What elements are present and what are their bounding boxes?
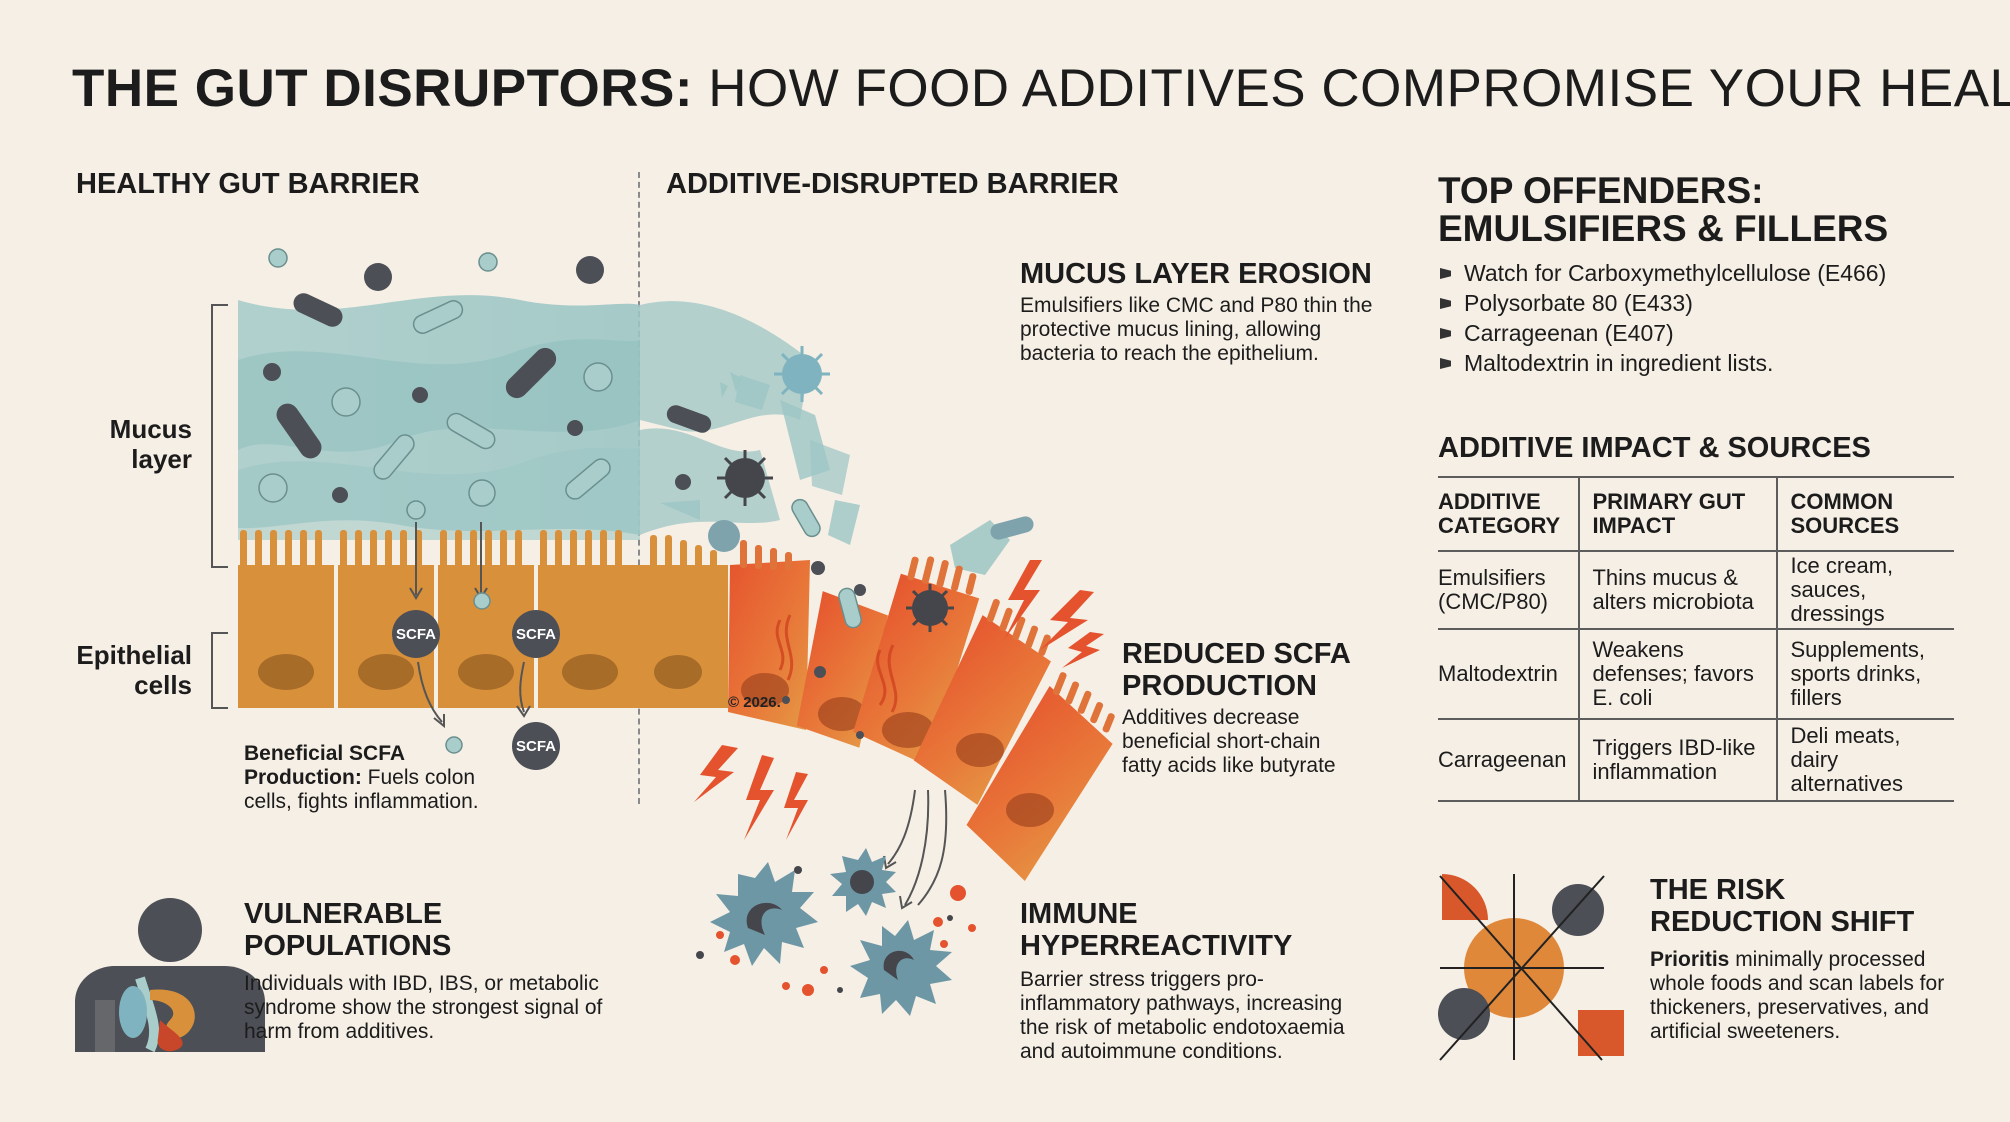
offenders-heading: TOP OFFENDERS: EMULSIFIERS & FILLERS [1438,170,1889,249]
risk-text: Prioritis minimally processed whole food… [1650,948,1960,1044]
table-cell: Deli meats, dairy alternatives [1776,719,1954,802]
table-cell: Supplements, sports drinks, fillers [1776,629,1954,720]
scfa-badge: SCFA [512,722,560,770]
vulnerable-heading: VULNERABLE POPULATIONS [244,898,452,962]
page-title: THE GUT DISRUPTORS: HOW FOOD ADDITIVES C… [72,58,2010,119]
scfa-note: Beneficial SCFA Production: Fuels colon … [244,742,504,814]
reduced-scfa-text: Additives decrease beneficial short-chai… [1122,706,1336,777]
person-digestive-icon [75,898,265,1053]
inflammation-waves [775,614,898,713]
offender-item: Watch for Carboxymethylcellulose (E466) [1438,258,1958,288]
risk-text-bold: Prioritis [1650,948,1730,971]
reduced-scfa-heading: REDUCED SCFA PRODUCTION [1122,638,1350,702]
table-row: Maltodextrin Weakens defenses; favors E.… [1438,629,1954,720]
healthy-barrier-heading: HEALTHY GUT BARRIER [76,168,420,200]
offender-item: Maltodextrin in ingredient lists. [1438,348,1958,378]
column-header: COMMON SOURCES [1776,476,1954,552]
table-cell: Emulsifiers (CMC/P80) [1438,551,1580,630]
page-title-rest: HOW FOOD ADDITIVES COMPROMISE YOUR HEALT… [708,59,2010,118]
scfa-badge: SCFA [392,610,440,658]
mucus-erosion-heading: MUCUS LAYER EROSION [1020,258,1372,290]
copyright-mark: © 2026. [728,694,781,711]
table-cell: Thins mucus & alters microbiota [1578,551,1778,630]
scfa-arrows [409,522,531,729]
page-title-bold: THE GUT DISRUPTORS: [72,59,693,118]
offender-item: Carrageenan (E407) [1438,318,1958,348]
table-cell: Maltodextrin [1438,629,1580,720]
impact-table: ADDITIVE CATEGORY PRIMARY GUT IMPACT COM… [1438,476,1954,802]
risk-heading: THE RISK REDUCTION SHIFT [1650,874,1915,938]
table-cell: Carrageenan [1438,719,1580,802]
table-header-row: ADDITIVE CATEGORY PRIMARY GUT IMPACT COM… [1438,476,1954,552]
mucus-bracket [211,304,228,568]
column-header: ADDITIVE CATEGORY [1438,476,1580,552]
column-header: PRIMARY GUT IMPACT [1578,476,1778,552]
epithelial-cells-label: Epithelial cells [76,640,192,700]
mucus-layer-label: Mucus layer [109,414,192,474]
scfa-badge: SCFA [512,610,560,658]
pathogens [666,346,1034,739]
vulnerable-text: Individuals with IBD, IBS, or metabolic … [244,972,603,1043]
epithelial-bracket [211,632,228,709]
immune-cells [696,848,976,1016]
disrupted-epithelial-cells [640,535,1115,881]
impact-table-heading: ADDITIVE IMPACT & SOURCES [1438,432,1871,464]
risk-reduction-icon [1438,874,1624,1061]
offender-item: Polysorbate 80 (E433) [1438,288,1958,318]
scfa-note-text: Fuels colon cells, fights inflammation. [244,766,479,813]
table-row: Carrageenan Triggers IBD-like inflammati… [1438,719,1954,802]
lightning-icons [694,560,1104,840]
immune-arrows [883,789,948,910]
offenders-list: Watch for Carboxymethylcellulose (E466) … [1438,258,1958,378]
healthy-microbes [258,248,613,520]
table-cell: Weakens defenses; favors E. coli [1578,629,1778,720]
table-cell: Ice cream, sauces, dressings [1776,551,1954,630]
eroded-mucus [640,301,1010,575]
healthy-epithelial-cells [238,530,640,708]
scfa-note-title: Beneficial SCFA Production: [244,742,405,789]
immune-heading: IMMUNE HYPERREACTIVITY [1020,898,1293,962]
risk-text-rest: minimally processed whole foods and scan… [1650,948,1945,1043]
mucus-erosion-text: Emulsifiers like CMC and P80 thin the pr… [1020,294,1373,365]
disrupted-barrier-heading: ADDITIVE-DISRUPTED BARRIER [666,168,1119,200]
table-cell: Triggers IBD-like inflammation [1578,719,1778,802]
immune-text: Barrier stress triggers pro-inflammatory… [1020,968,1345,1063]
table-row: Emulsifiers (CMC/P80) Thins mucus & alte… [1438,551,1954,630]
